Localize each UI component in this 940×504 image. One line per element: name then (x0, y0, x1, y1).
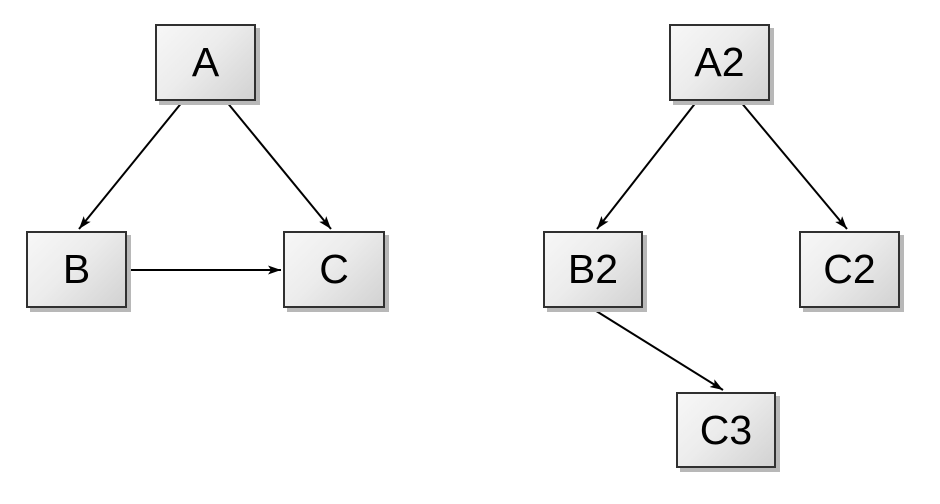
edge-A2-to-C2 (739, 100, 848, 230)
node-label-C3: C3 (699, 406, 753, 453)
node-C2: C2 (799, 231, 900, 308)
node-A2: A2 (669, 24, 770, 101)
edge-A-to-B (78, 100, 184, 230)
edges-group (78, 100, 848, 391)
node-label-A: A (191, 39, 220, 85)
node-B: B (26, 231, 127, 308)
node-label-B: B (62, 246, 91, 292)
edge-B2-to-C3 (592, 308, 724, 391)
node-label-B2: B2 (567, 246, 619, 292)
node-label-C2: C2 (823, 246, 876, 292)
node-C: C (283, 231, 385, 308)
node-label-A2: A2 (694, 39, 745, 85)
node-B2: B2 (543, 231, 643, 308)
node-C3: C3 (676, 392, 776, 468)
edge-A-to-C (225, 100, 332, 230)
node-label-C: C (319, 246, 349, 292)
edge-A2-to-B2 (596, 100, 698, 230)
node-A: A (155, 24, 256, 101)
